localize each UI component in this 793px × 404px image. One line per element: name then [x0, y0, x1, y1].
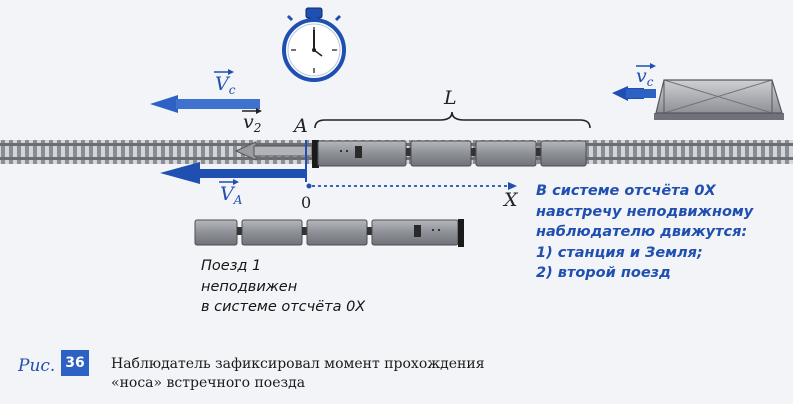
caption-line: «носа» встречного поезда [111, 375, 306, 391]
station-building [654, 79, 784, 120]
velocity-vc-left-arrow [150, 95, 260, 113]
vc-left-symbol: Vc [215, 73, 236, 97]
note-line: 2) второй поезд [536, 265, 671, 281]
va-symbol: VA [220, 183, 243, 207]
physics-diagram: vc Vc v2 A L VA [0, 7, 793, 247]
note-line: наблюдателю движутся: [536, 224, 748, 240]
va-vector-tip [233, 179, 239, 185]
v2-vector-tip [256, 108, 262, 114]
reference-frame-note: В системе отсчёта 0X навстречу неподвижн… [536, 181, 788, 284]
axis-x-label: X [502, 189, 519, 211]
figure-number-badge: 36 [61, 350, 89, 376]
note-line: неподвижен [201, 278, 298, 295]
note-line: навстречу неподвижному [536, 203, 754, 220]
length-l-brace [314, 111, 591, 129]
train-2 [312, 140, 587, 168]
stopwatch-icon [282, 7, 346, 82]
note-line: Поезд 1 [201, 258, 262, 274]
train-1 [194, 219, 464, 247]
caption-text: Наблюдатель зафиксировал момент прохожде… [111, 355, 631, 393]
note-line: В системе отсчёта 0X [536, 183, 716, 199]
origin-label: 0 [301, 193, 311, 212]
caption-line: Наблюдатель зафиксировал момент прохожде… [111, 356, 485, 372]
x-axis [306, 182, 517, 190]
train-1-note: Поезд 1 неподвижен в системе отсчёта 0X [201, 256, 461, 318]
point-a-label: A [292, 115, 308, 137]
note-line: в системе отсчёта 0X [201, 299, 366, 315]
vc-right-vector-tip [650, 63, 656, 69]
note-line: 1) станция и Земля; [536, 244, 703, 261]
vc-right-symbol: vc [636, 65, 654, 89]
v2-symbol: v2 [243, 111, 261, 135]
figure-label: Рис. [18, 356, 56, 376]
figure-caption: Рис. 36 Наблюдатель зафиксировал момент … [0, 350, 793, 404]
length-l-label: L [443, 87, 457, 109]
vc-left-vector-tip [228, 69, 234, 75]
velocity-va-arrow [160, 162, 306, 184]
velocity-vc-station-arrow [612, 86, 656, 101]
